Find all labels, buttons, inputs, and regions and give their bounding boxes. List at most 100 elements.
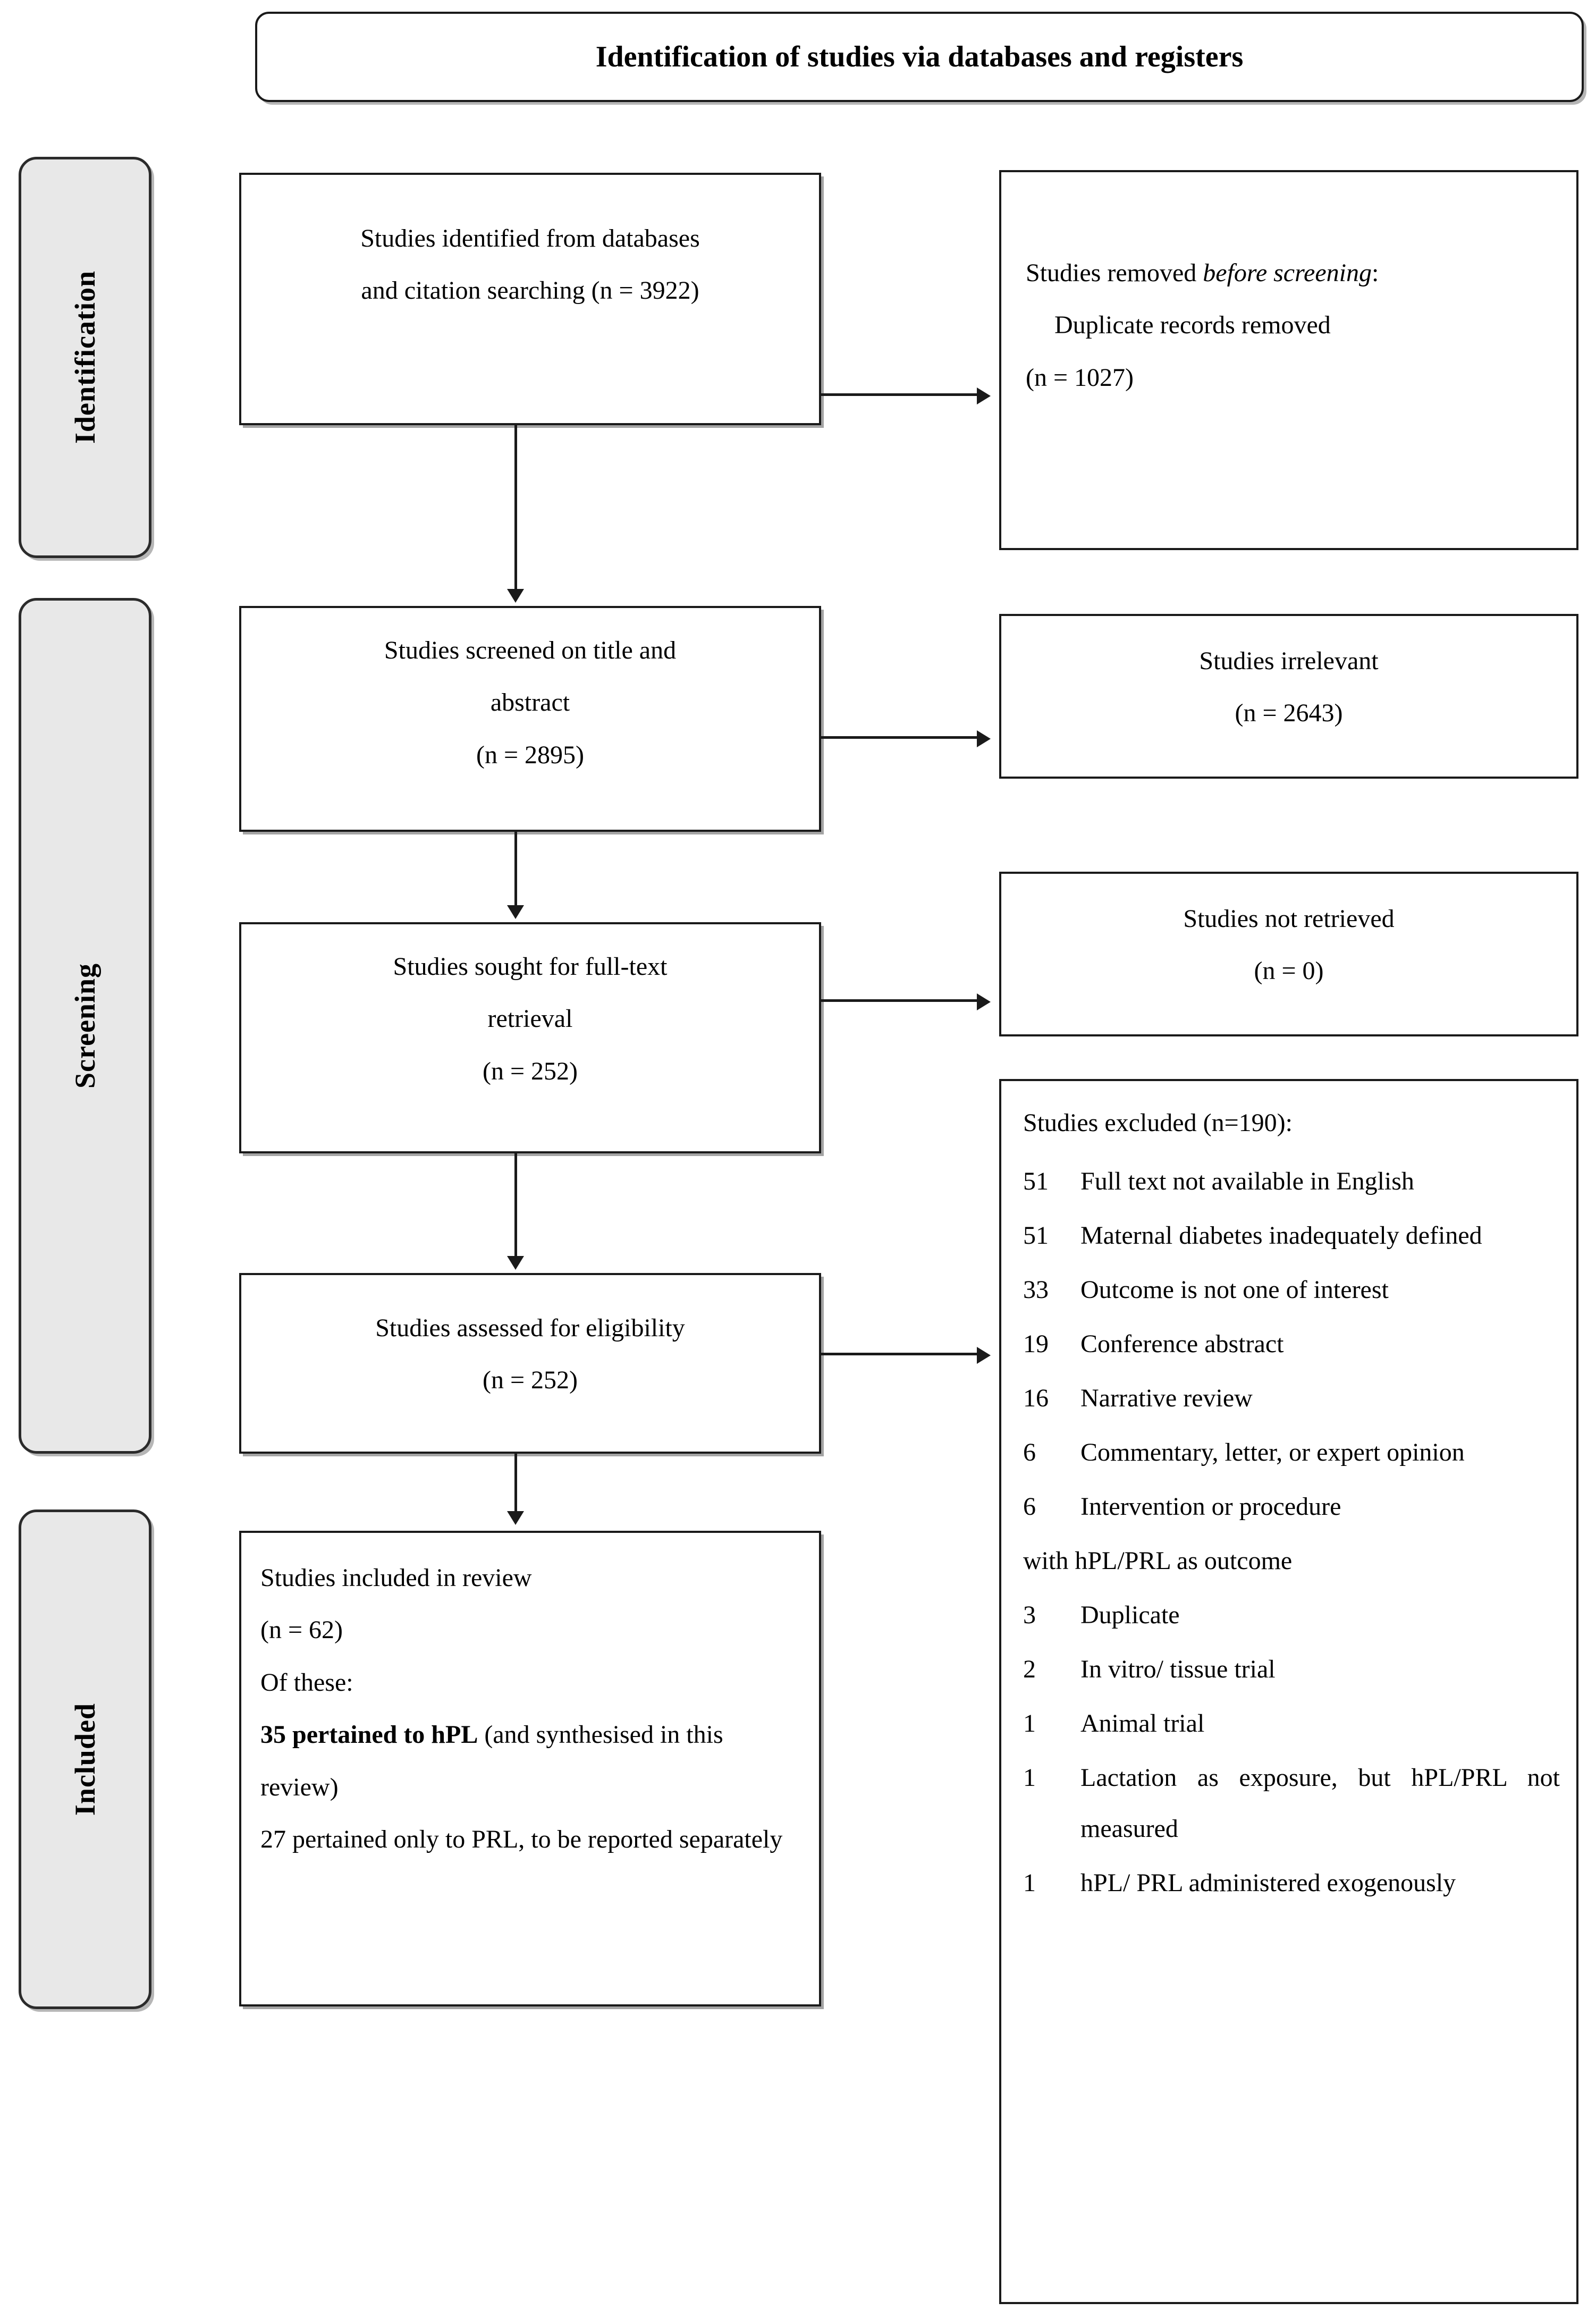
studies-screened-line2: abstract — [490, 688, 570, 717]
excluded-reason-row: 33 Outcome is not one of interest — [1023, 1264, 1560, 1315]
studies-irrelevant-line1: Studies irrelevant — [1199, 647, 1379, 675]
arrowhead-assessed-to-included — [507, 1511, 524, 1525]
arrowhead-sought-to-not-retrieved — [977, 993, 991, 1010]
stage-included: Included — [19, 1510, 151, 2009]
excluded-reason-count: 6 — [1023, 1492, 1036, 1521]
excluded-reason-row: 1 Animal trial — [1023, 1698, 1560, 1749]
excluded-reason-count: 1 — [1023, 1764, 1036, 1792]
stage-screening: Screening — [19, 598, 151, 1454]
arrowhead-screened-to-irrelevant — [977, 730, 991, 747]
excluded-reason-label: Full text not available in English — [1080, 1167, 1414, 1195]
connector-sought-to-not-retrieved — [821, 999, 978, 1002]
studies-identified-line2: and citation searching (n = 3922) — [361, 276, 699, 305]
studies-sought-line2: retrieval — [487, 1005, 573, 1033]
stage-label-screening: Screening — [69, 963, 101, 1089]
excluded-reason-row: 16 Narrative review — [1023, 1373, 1560, 1424]
box-studies-sought-text: Studies sought for full-text retrieval (… — [255, 941, 805, 1098]
studies-sought-line1: Studies sought for full-text — [393, 952, 668, 981]
studies-screened-line1: Studies screened on title and — [384, 636, 677, 664]
studies-sought-line3: (n = 252) — [482, 1057, 578, 1085]
excluded-reason-label: Animal trial — [1080, 1709, 1205, 1738]
studies-not-retrieved-line1: Studies not retrieved — [1183, 905, 1395, 933]
box-studies-removed-text: Studies removed before screening: Duplic… — [1026, 247, 1557, 404]
stage-identification: Identification — [19, 157, 151, 558]
excluded-reason-row: 51 Maternal diabetes inadequately defined — [1023, 1210, 1560, 1261]
excluded-reason-label: Conference abstract — [1080, 1330, 1284, 1358]
excluded-reason-count: 2 — [1023, 1655, 1036, 1683]
connector-assessed-to-included — [514, 1454, 517, 1512]
studies-removed-line1: Studies removed before screening: — [1026, 247, 1557, 299]
excluded-reason-row: 6 Intervention or procedure — [1023, 1481, 1560, 1532]
excluded-reason-count: 1 — [1023, 1709, 1036, 1738]
connector-identified-to-removed — [821, 393, 978, 396]
studies-removed-line2: Duplicate records removed — [1054, 311, 1331, 340]
studies-removed-prefix: Studies removed — [1026, 259, 1203, 287]
box-studies-excluded — [999, 1079, 1578, 2304]
arrowhead-identified-to-screened — [507, 589, 524, 603]
connector-assessed-to-excluded — [821, 1353, 978, 1355]
excluded-reason-label: Lactation as exposure, but hPL/PRL not m… — [1080, 1764, 1560, 1843]
excluded-reason-count: 51 — [1023, 1221, 1049, 1250]
studies-included-line1: Studies included in review — [260, 1564, 532, 1592]
excluded-reason-continuation: with hPL/PRL as outcome — [1023, 1547, 1293, 1575]
excluded-reason-count: 1 — [1023, 1869, 1036, 1897]
studies-included-hpl-bold: 35 pertained to hPL — [260, 1721, 478, 1749]
box-studies-sought — [239, 922, 821, 1153]
arrowhead-sought-to-assessed — [507, 1256, 524, 1270]
studies-included-prl-line: 27 pertained only to PRL, to be reported… — [260, 1825, 783, 1853]
studies-assessed-line2: (n = 252) — [482, 1366, 578, 1395]
box-studies-not-retrieved-text: Studies not retrieved (n = 0) — [1015, 893, 1563, 998]
excluded-reason-label: Maternal diabetes inadequately defined — [1080, 1221, 1482, 1250]
studies-not-retrieved-line2: (n = 0) — [1254, 957, 1324, 985]
connector-identified-to-screened — [514, 425, 517, 590]
diagram-title: Identification of studies via databases … — [595, 40, 1244, 73]
excluded-reason-label: hPL/ PRL administered exogenously — [1080, 1869, 1456, 1897]
studies-removed-italic: before screening — [1203, 259, 1372, 287]
studies-included-hpl-rest: (and synthesised in this review) — [260, 1721, 723, 1801]
studies-assessed-line1: Studies assessed for eligibility — [375, 1314, 685, 1342]
box-studies-identified-text: Studies identified from databases and ci… — [255, 213, 805, 317]
excluded-reason-row: 2 In vitro/ tissue trial — [1023, 1644, 1560, 1695]
studies-included-hpl-line: 35 pertained to hPL (and synthesised in … — [260, 1709, 803, 1814]
excluded-reason-count: 51 — [1023, 1167, 1049, 1195]
box-studies-not-retrieved — [999, 872, 1578, 1036]
arrowhead-identified-to-removed — [977, 387, 991, 404]
excluded-reason-row: 1 Lactation as exposure, but hPL/PRL not … — [1023, 1752, 1560, 1854]
box-studies-assessed-text: Studies assessed for eligibility (n = 25… — [255, 1302, 805, 1407]
excluded-reason-label: In vitro/ tissue trial — [1080, 1655, 1276, 1683]
excluded-reason-label: Narrative review — [1080, 1384, 1253, 1412]
studies-screened-line3: (n = 2895) — [476, 740, 585, 769]
studies-irrelevant-line2: (n = 2643) — [1235, 699, 1343, 728]
stage-label-included: Included — [69, 1702, 101, 1816]
studies-identified-line1: Studies identified from databases — [360, 224, 700, 252]
studies-included-line3: Of these: — [260, 1668, 353, 1697]
excluded-reason-count: 16 — [1023, 1384, 1049, 1412]
excluded-reason-count: 33 — [1023, 1276, 1049, 1304]
excluded-reason-label: Outcome is not one of interest — [1080, 1276, 1389, 1304]
connector-screened-to-sought — [514, 832, 517, 906]
connector-sought-to-assessed — [514, 1153, 517, 1257]
box-studies-assessed — [239, 1273, 821, 1454]
box-studies-screened-text: Studies screened on title and abstract (… — [255, 625, 805, 781]
excluded-reason-count: 6 — [1023, 1438, 1036, 1466]
box-studies-screened — [239, 606, 821, 832]
arrowhead-assessed-to-excluded — [977, 1347, 991, 1364]
excluded-reason-row: 51 Full text not available in English — [1023, 1156, 1560, 1207]
diagram-header-box: Identification of studies via databases … — [255, 12, 1584, 102]
connector-screened-to-irrelevant — [821, 736, 978, 739]
excluded-reason-count: 3 — [1023, 1601, 1036, 1629]
arrowhead-screened-to-sought — [507, 905, 524, 919]
box-studies-irrelevant — [999, 614, 1578, 779]
stage-label-identification: Identification — [69, 271, 101, 444]
studies-removed-suffix: : — [1371, 259, 1379, 287]
box-studies-identified — [239, 173, 821, 425]
excluded-reason-row: 1 hPL/ PRL administered exogenously — [1023, 1858, 1560, 1909]
excluded-reason-row: 6 Commentary, letter, or expert opinion — [1023, 1427, 1560, 1478]
box-studies-included — [239, 1531, 821, 2006]
excluded-reason-label: Commentary, letter, or expert opinion — [1080, 1438, 1465, 1466]
excluded-reason-label: Intervention or procedure — [1080, 1492, 1341, 1521]
